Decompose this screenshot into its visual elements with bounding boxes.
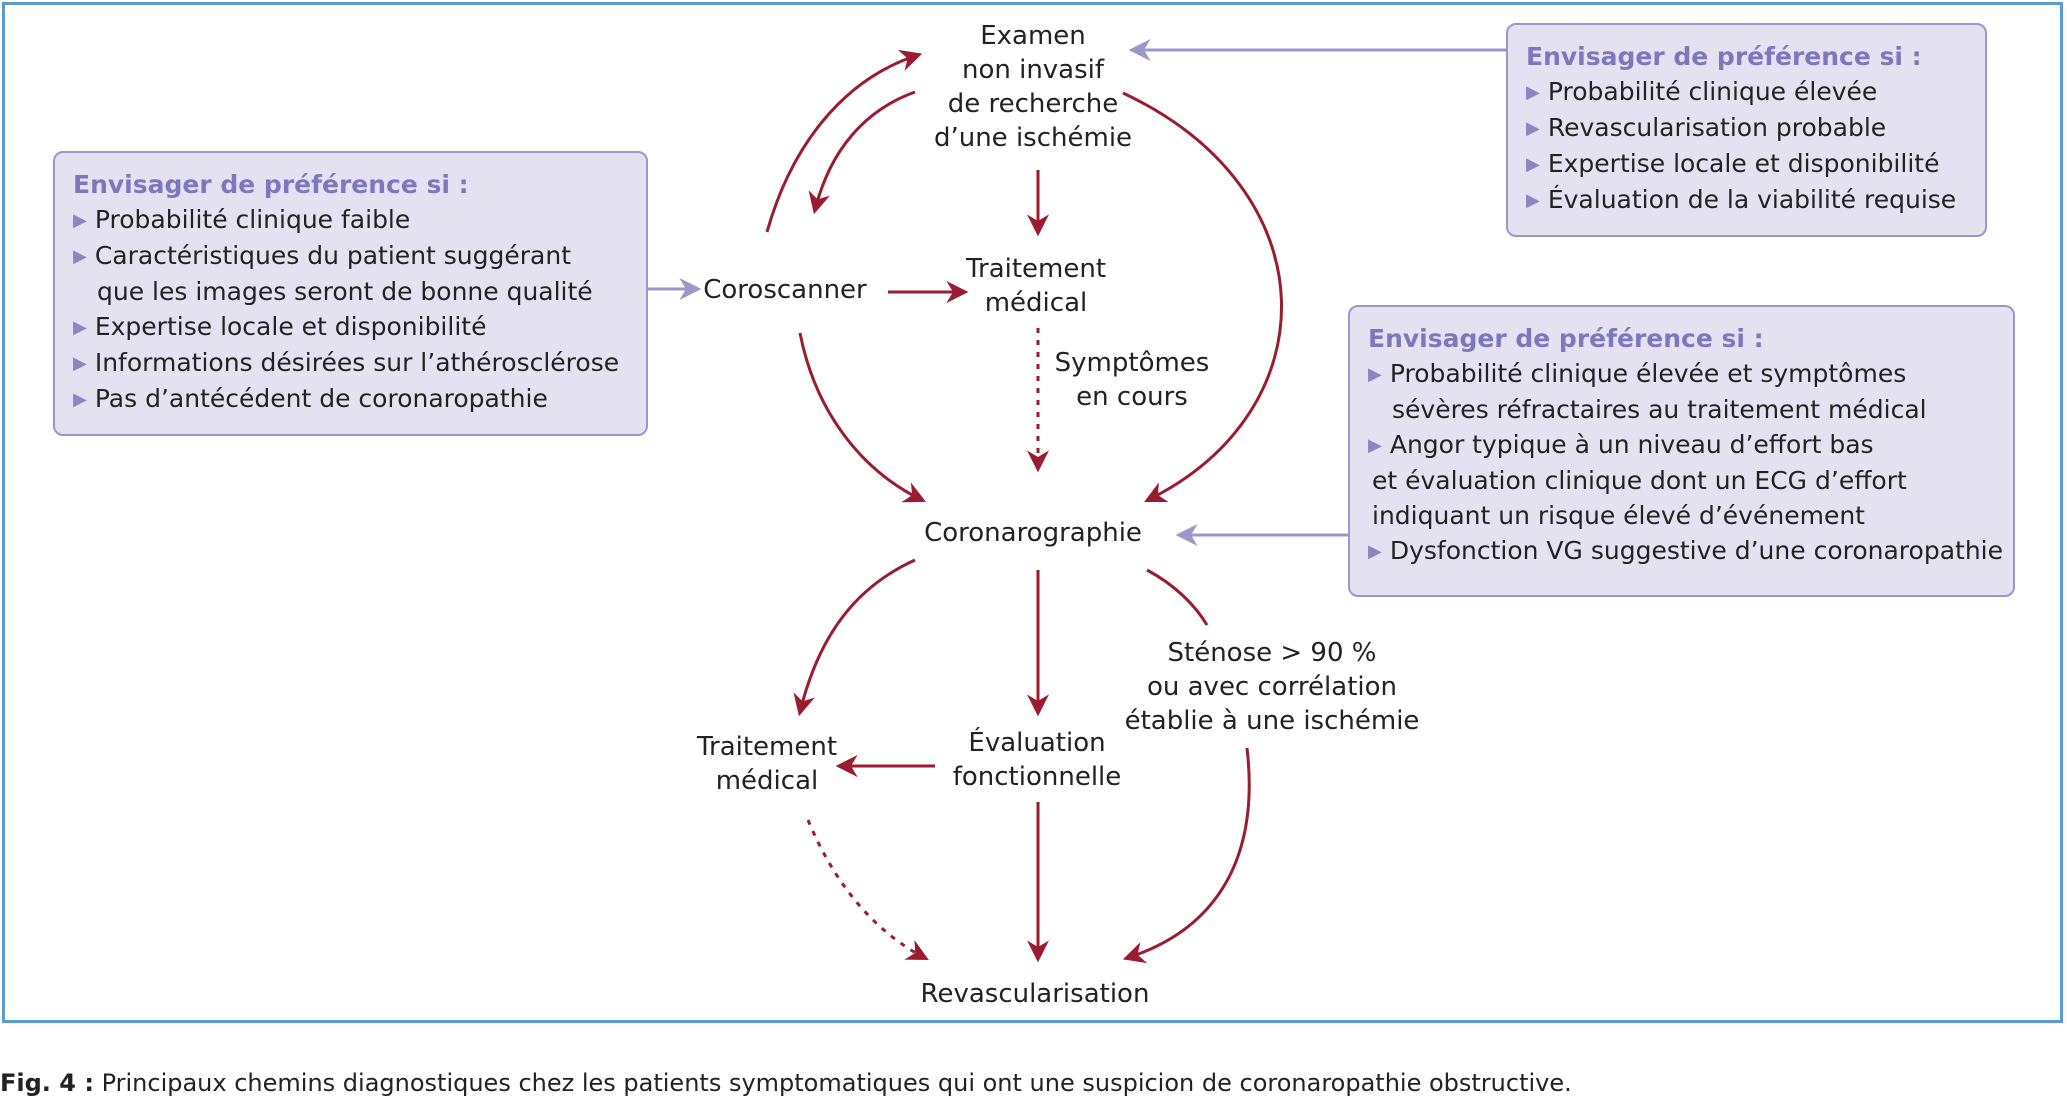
list-item: ▶ Expertise locale et disponibilité — [73, 309, 628, 345]
box-title: Envisager de préférence si : — [1368, 324, 1764, 353]
criteria-text: Informations désirées sur l’athéroscléro… — [94, 348, 620, 377]
criteria-text: Probabilité clinique élevée — [1547, 77, 1878, 106]
stenose-line: ou avec corrélation — [1146, 672, 1398, 702]
arrow-traitement-to-revascularisation — [806, 819, 929, 961]
criteria-list: ▶ Probabilité clinique élevée ▶ Revascular… — [1526, 74, 1967, 218]
node-evaluation-fonctionnelle: Évaluation fonctionnelle — [953, 726, 1122, 794]
criteria-text: Probabilité clinique faible — [94, 205, 411, 234]
list-item: ▶ Caractéristiques du patient suggérant qu… — [73, 238, 628, 309]
arrow-coroscanner-to-examen — [765, 49, 923, 233]
list-item: ▶ Angor typique à un niveau d’effort bas e… — [1368, 427, 1995, 533]
box-title: Envisager de préférence si : — [1526, 42, 1922, 71]
arrow-stenose-to-revascularisation — [1122, 747, 1251, 964]
figure-frame — [2, 2, 2063, 1023]
triangle-right-icon: ▶ — [1526, 154, 1540, 175]
criteria-text: Probabilité clinique élevée et symptômes — [1389, 359, 1907, 388]
criteria-text: Revascularisation probable — [1547, 113, 1887, 142]
list-item: ▶ Pas d’antécédent de coronaropathie — [73, 381, 628, 417]
triangle-right-icon: ▶ — [1368, 541, 1382, 562]
triangle-right-icon: ▶ — [1526, 118, 1540, 139]
triangle-right-icon: ▶ — [73, 317, 87, 338]
node-symptomes-en-cours: Symptômes en cours — [1055, 346, 1210, 414]
box-examen-criteria: Envisager de préférence si : ▶ Probabilit… — [1506, 23, 1987, 237]
node-revascularisation: Revascularisation — [921, 977, 1150, 1011]
arrow-examen-to-coroscanner — [808, 90, 916, 215]
criteria-text: Évaluation de la viabilité requise — [1547, 185, 1957, 214]
stenose-line: établie à une ischémie — [1124, 706, 1420, 736]
triangle-right-icon: ▶ — [1526, 190, 1540, 211]
examen-line: de recherche — [947, 89, 1119, 119]
traitement-bottom-line: Traitement — [696, 732, 838, 762]
box-title: Envisager de préférence si : — [73, 170, 469, 199]
node-traitement-medical-bottom: Traitement médical — [697, 730, 837, 798]
triangle-right-icon: ▶ — [1368, 364, 1382, 385]
node-coroscanner: Coroscanner — [703, 273, 867, 307]
arrow-coronarographie-to-stenose — [1146, 568, 1209, 626]
triangle-right-icon: ▶ — [73, 210, 87, 231]
list-item: ▶ Revascularisation probable — [1526, 110, 1967, 146]
triangle-right-icon: ▶ — [1368, 435, 1382, 456]
node-examen: Examen non invasif de recherche d’une is… — [934, 19, 1132, 155]
list-item: ▶ Probabilité clinique élevée et symptôme… — [1368, 356, 1995, 427]
list-item: ▶ Évaluation de la viabilité requise — [1526, 182, 1967, 218]
box-coronarographie-criteria: Envisager de préférence si : ▶ Probabilit… — [1348, 305, 2015, 597]
list-item: ▶ Probabilité clinique faible — [73, 202, 628, 238]
arrow-coroscanner-to-coronarographie — [798, 332, 926, 503]
list-item: ▶ Probabilité clinique élevée — [1526, 74, 1967, 110]
arrow-coronarographie-to-traitement — [793, 558, 916, 717]
criteria-text-continued: indiquant un risque élevé d’événement — [1372, 501, 1865, 530]
stenose-line: Sténose > 90 % — [1167, 638, 1377, 668]
symptomes-line: en cours — [1076, 382, 1188, 412]
traitement-top-line: Traitement — [965, 254, 1107, 284]
revascularisation-label: Revascularisation — [920, 979, 1150, 1009]
list-item: ▶ Dysfonction VG suggestive d’une coronar… — [1368, 533, 2003, 569]
traitement-bottom-line: médical — [715, 766, 819, 796]
criteria-text-continued: que les images seront de bonne qualité — [97, 277, 593, 306]
triangle-right-icon: ▶ — [73, 389, 87, 410]
criteria-text: Caractéristiques du patient suggérant — [94, 241, 572, 270]
criteria-list: ▶ Probabilité clinique faible ▶ Caractéris… — [73, 202, 628, 417]
criteria-text: Dysfonction VG suggestive d’une coronaro… — [1389, 536, 2003, 565]
node-traitement-medical-top: Traitement médical — [966, 252, 1106, 320]
symptomes-line: Symptômes — [1054, 348, 1210, 378]
node-coronarographie: Coronarographie — [924, 516, 1142, 550]
triangle-right-icon: ▶ — [1526, 82, 1540, 103]
triangle-right-icon: ▶ — [73, 353, 87, 374]
figure-label: Fig. 4 : — [0, 1069, 94, 1097]
criteria-text-continued: sévères réfractaires au traitement médic… — [1392, 395, 1927, 424]
coronarographie-label: Coronarographie — [924, 518, 1142, 548]
criteria-list: ▶ Probabilité clinique élevée et symptôme… — [1368, 356, 2003, 569]
examen-line: d’une ischémie — [933, 123, 1133, 153]
traitement-top-line: médical — [984, 288, 1088, 318]
triangle-right-icon: ▶ — [73, 246, 87, 267]
criteria-text: Expertise locale et disponibilité — [1547, 149, 1940, 178]
caption-text: Principaux chemins diagnostiques chez le… — [101, 1069, 1572, 1097]
criteria-text: Expertise locale et disponibilité — [94, 312, 487, 341]
evaluation-line: Évaluation — [968, 728, 1106, 758]
criteria-text: Pas d’antécédent de coronaropathie — [94, 384, 548, 413]
examen-line: Examen — [980, 21, 1086, 51]
coroscanner-label: Coroscanner — [703, 275, 867, 305]
criteria-text-continued: et évaluation clinique dont un ECG d’eff… — [1372, 466, 1907, 495]
evaluation-line: fonctionnelle — [952, 762, 1122, 792]
examen-line: non invasif — [961, 55, 1105, 85]
list-item: ▶ Informations désirées sur l’athérosclér… — [73, 345, 628, 381]
arrow-examen-to-coronarographie — [1122, 91, 1283, 503]
figure-caption: Fig. 4 : Principaux chemins diagnostique… — [0, 1068, 1572, 1098]
box-coroscanner-criteria: Envisager de préférence si : ▶ Probabilit… — [53, 151, 648, 436]
list-item: ▶ Expertise locale et disponibilité — [1526, 146, 1967, 182]
criteria-text: Angor typique à un niveau d’effort bas — [1389, 430, 1874, 459]
node-stenose: Sténose > 90 % ou avec corrélation établ… — [1125, 636, 1420, 738]
